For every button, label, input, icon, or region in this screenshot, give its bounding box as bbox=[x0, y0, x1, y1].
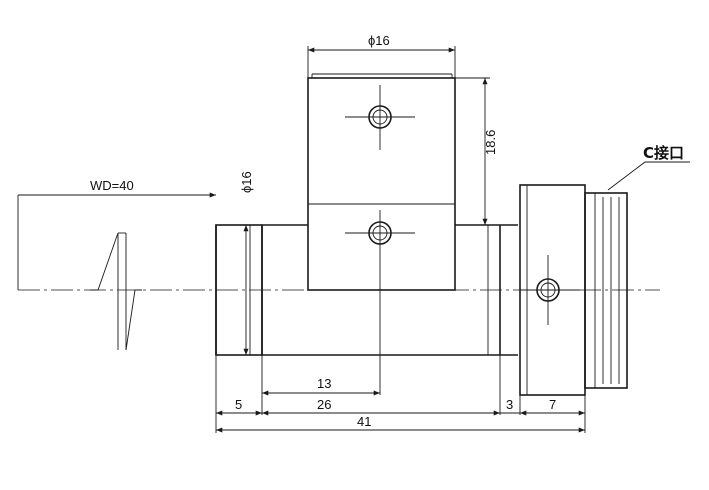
mounting-block bbox=[307, 73, 456, 291]
dia-left-label: ϕ16 bbox=[239, 171, 254, 193]
dim-5-label: 5 bbox=[235, 397, 242, 412]
mount-label: C接口 bbox=[643, 144, 684, 162]
height-label: 18.6 bbox=[483, 130, 498, 155]
upper-screw-hole bbox=[345, 85, 415, 150]
wd-label: WD=40 bbox=[90, 178, 134, 193]
rear-screw-hole bbox=[520, 255, 580, 325]
lower-screw-hole bbox=[345, 210, 415, 265]
dim-26-label: 26 bbox=[317, 397, 331, 412]
dim-41-label: 41 bbox=[357, 414, 371, 429]
dim-13-label: 13 bbox=[317, 376, 331, 391]
mount-leader-line bbox=[607, 161, 690, 191]
dim-3-label: 3 bbox=[506, 397, 513, 412]
dim-7-label: 7 bbox=[549, 397, 556, 412]
object-plane-symbol bbox=[17, 194, 216, 351]
dia-top-label: ϕ16 bbox=[368, 33, 390, 48]
